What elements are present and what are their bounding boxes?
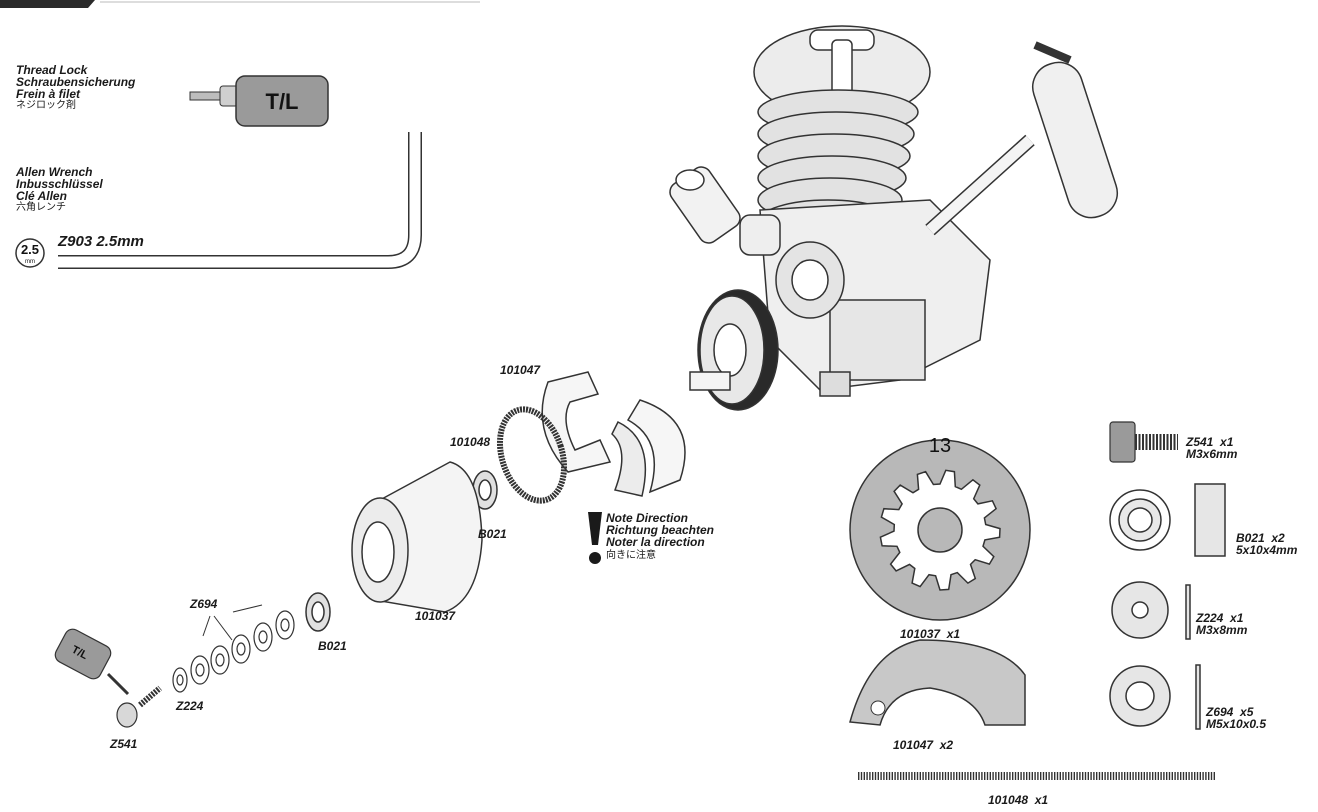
shoe-part-icon	[849, 639, 1026, 726]
clutch-shoe-icon	[541, 371, 612, 473]
shim-washers-icon	[190, 610, 295, 685]
parts-gear-label: 101037 x1	[900, 627, 961, 641]
washer-part-icon	[1111, 581, 1191, 640]
gear-tooth-count: 13	[929, 435, 951, 457]
allen-wrench-label-fr: Clé Allen	[16, 189, 67, 203]
wrench-size-top: 2.5	[21, 242, 39, 257]
wrench-size-bottom: mm	[25, 259, 35, 265]
note-direction-de: Richtung beachten	[606, 523, 715, 537]
note-direction-icon	[588, 512, 602, 564]
allen-wrench-label-jp: 六角レンチ	[16, 202, 66, 213]
allen-wrench-label-de: Inbusschlüssel	[16, 177, 103, 191]
parts-shoe-label: 101047 x2	[893, 738, 954, 752]
bearing-lower-icon	[305, 592, 331, 632]
note-direction-en: Note Direction	[606, 511, 689, 525]
note-direction-jp: 向きに注意	[606, 550, 656, 561]
screw-icon	[116, 685, 162, 728]
parts-b021-size: 5x10x4mm	[1236, 543, 1298, 557]
label-clutch-bell: 101037	[415, 609, 456, 623]
gear-part-icon	[849, 439, 1031, 621]
clutch-bell-icon	[351, 461, 483, 613]
note-direction-fr: Noter la direction	[606, 535, 705, 549]
thread-lock-bottle-icon	[189, 75, 329, 127]
label-clutch-spring: 101048	[450, 435, 491, 449]
parts-z224-code: Z224 x1	[1196, 611, 1244, 625]
parts-z694-size: M5x10x0.5	[1206, 717, 1267, 731]
clutch-shoe-pair-icon	[611, 399, 686, 497]
thread-lock-label-fr: Frein à filet	[16, 87, 81, 101]
allen-wrench-label-en: Allen Wrench	[16, 165, 93, 179]
label-bearing-upper: B021	[478, 527, 507, 541]
shims-leader	[232, 604, 263, 613]
shim-part-icon	[1109, 664, 1201, 730]
shoe-part-hole	[870, 700, 886, 716]
label-clutch-shoe: 101047	[500, 363, 541, 377]
thread-lock-small-icon	[54, 628, 130, 696]
thread-lock-label-jp: ネジロック剤	[16, 100, 76, 111]
parts-z224-size: M3x8mm	[1196, 623, 1248, 637]
parts-z541-size: M3x6mm	[1186, 447, 1238, 461]
allen-wrench-icon	[15, 132, 422, 269]
allen-wrench-part-label: Z903 2.5mm	[58, 233, 144, 250]
bearing-part-icon	[1109, 483, 1226, 557]
thread-lock-label-de: Schraubensicherung	[16, 75, 136, 89]
parts-b021-code: B021 x2	[1236, 531, 1285, 545]
tl-badge-top: T/L	[266, 89, 299, 114]
screw-part-icon	[1109, 421, 1178, 463]
parts-spring-label: 101048 x1	[988, 793, 1049, 807]
engine-icon	[669, 25, 1119, 411]
label-shims: Z694	[190, 597, 218, 611]
label-washer: Z224	[176, 699, 204, 713]
parts-z541-code: Z541 x1	[1186, 435, 1234, 449]
shims-leader-2	[202, 615, 211, 637]
label-screw: Z541	[110, 737, 138, 751]
label-bearing-lower: B021	[318, 639, 347, 653]
shims-leader-3	[213, 615, 233, 641]
washer-icon	[172, 667, 188, 693]
clutch-spring-icon	[496, 406, 568, 504]
thread-lock-label-en: Thread Lock	[16, 63, 88, 77]
parts-z694-code: Z694 x5	[1206, 705, 1254, 719]
header-tab	[0, 0, 95, 8]
